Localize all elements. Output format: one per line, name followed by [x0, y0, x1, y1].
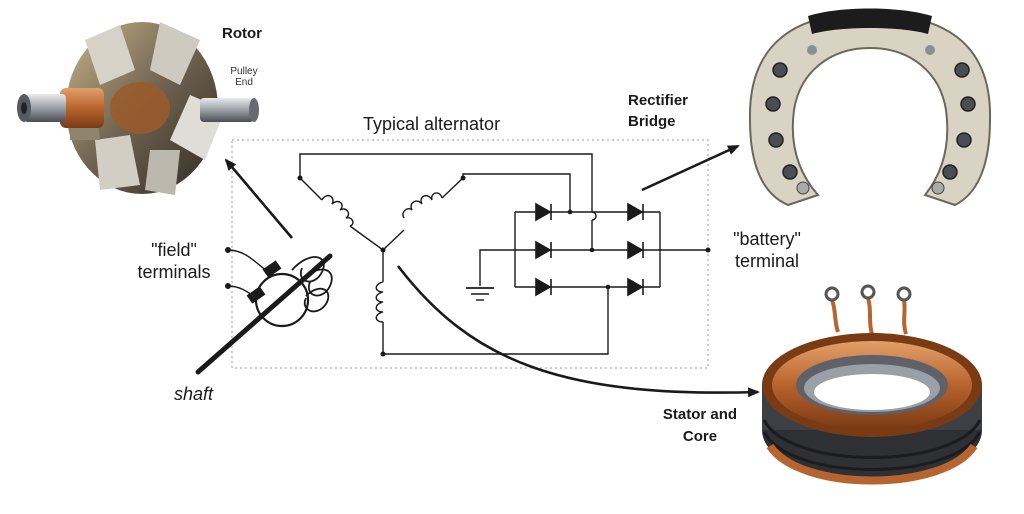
- diode: [535, 277, 552, 297]
- pulley-end-label: Pulley End: [230, 66, 258, 88]
- stator-label-line1: Stator and: [662, 406, 738, 423]
- battery-terminal-label-line2: terminal: [734, 251, 800, 271]
- diode: [535, 202, 552, 222]
- phase-wiring: [299, 153, 711, 355]
- shaft-label: shaft: [174, 384, 214, 404]
- stator-wye-winding: [297, 175, 466, 357]
- diode: [627, 202, 644, 222]
- rectifier-label-line1: Rectifier: [628, 92, 689, 109]
- rectifier-label-line2: Bridge: [628, 113, 676, 130]
- alternator-boundary: [231, 139, 709, 369]
- arrow-to-stator: [396, 265, 760, 398]
- diode: [535, 240, 552, 260]
- stator-core-picture: [762, 284, 982, 485]
- field-terminals-label-line2: terminals: [137, 262, 211, 282]
- rectifier-bridge-picture: [748, 8, 992, 207]
- typical-alternator-label: Typical alternator: [363, 114, 501, 134]
- rotor-picture: [17, 22, 259, 195]
- diode: [627, 240, 644, 260]
- battery-terminal-label-line1: "battery": [733, 229, 801, 249]
- stator-label-line2: Core: [682, 428, 718, 445]
- rotor-label: Rotor: [222, 25, 262, 42]
- field-terminals-label-line1: "field": [151, 240, 197, 260]
- diode: [627, 277, 644, 297]
- shaft-line: [195, 253, 333, 375]
- field-coil-symbol: [225, 247, 333, 328]
- rectifier-diodes: [535, 202, 644, 297]
- arrow-to-rectifier: [641, 144, 740, 192]
- arrow-to-rotor: [224, 158, 293, 239]
